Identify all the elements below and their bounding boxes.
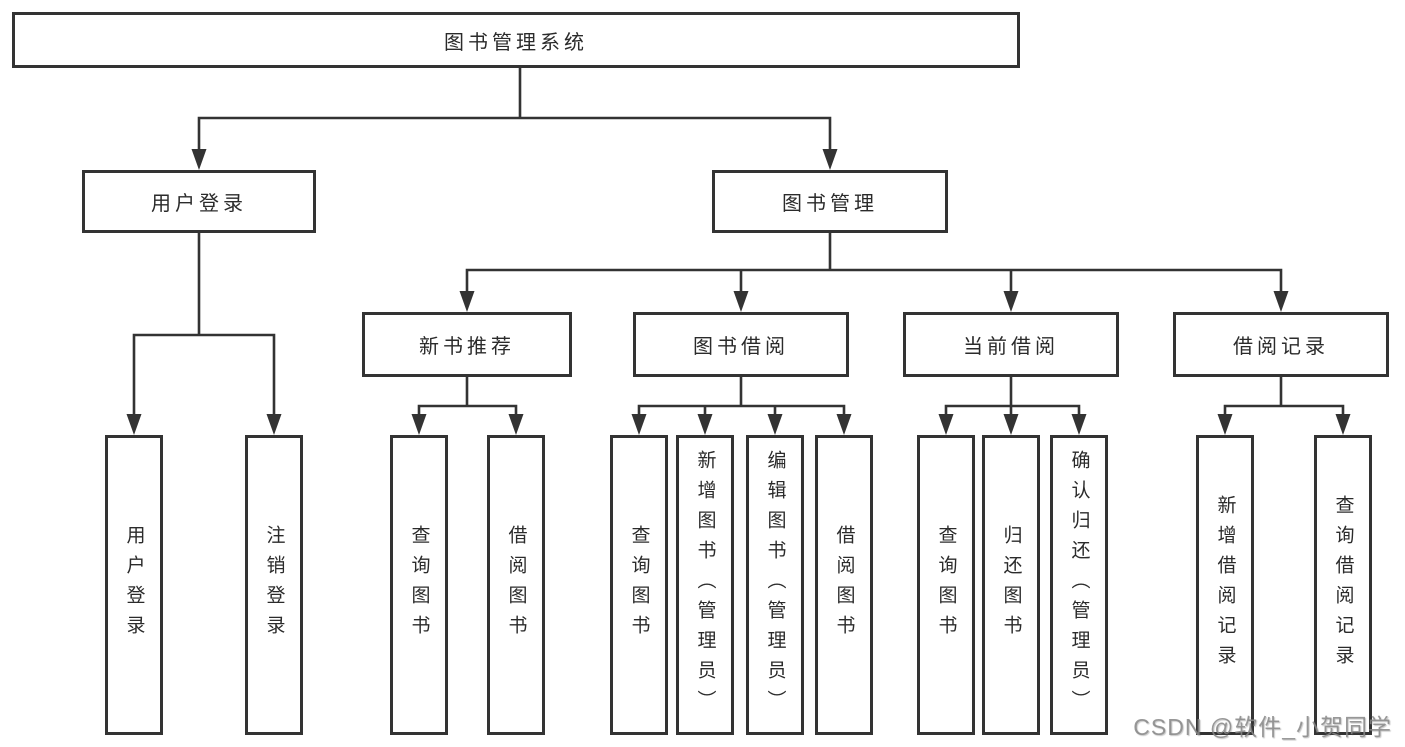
node-label: 图书管理系统 bbox=[444, 31, 588, 54]
arrowhead-icons bbox=[126, 149, 1351, 435]
node-label: 查询借阅记录 bbox=[1332, 495, 1354, 675]
leaf-query-books-current: 查询图书 bbox=[917, 435, 975, 735]
node-user-login: 用户登录 bbox=[82, 170, 316, 233]
node-label: 归还图书 bbox=[1000, 525, 1022, 645]
node-label: 借阅图书 bbox=[833, 525, 855, 645]
leaf-query-books-borrow: 查询图书 bbox=[610, 435, 668, 735]
leaf-add-borrow-record: 新增借阅记录 bbox=[1196, 435, 1254, 735]
node-label: 当前借阅 bbox=[963, 336, 1059, 358]
node-label: 新书推荐 bbox=[419, 336, 515, 358]
leaf-confirm-return-admin: 确认归还（管理员） bbox=[1050, 435, 1108, 735]
node-label: 新增图书（管理员） bbox=[694, 450, 716, 720]
node-label: 查询图书 bbox=[408, 525, 430, 645]
leaf-add-books-admin: 新增图书（管理员） bbox=[676, 435, 734, 735]
node-label: 查询图书 bbox=[628, 525, 650, 645]
leaf-user-login: 用户登录 bbox=[105, 435, 163, 735]
leaf-logout: 注销登录 bbox=[245, 435, 303, 735]
node-borrow-records: 借阅记录 bbox=[1173, 312, 1389, 377]
node-label: 新增借阅记录 bbox=[1214, 495, 1236, 675]
leaf-return-books: 归还图书 bbox=[982, 435, 1040, 735]
node-label: 确认归还（管理员） bbox=[1068, 450, 1090, 720]
node-label: 用户登录 bbox=[123, 525, 145, 645]
node-label: 注销登录 bbox=[263, 525, 285, 645]
node-book-borrow: 图书借阅 bbox=[633, 312, 849, 377]
node-new-book-recommend: 新书推荐 bbox=[362, 312, 572, 377]
node-label: 借阅图书 bbox=[505, 525, 527, 645]
leaf-query-books-recommend: 查询图书 bbox=[390, 435, 448, 735]
node-label: 编辑图书（管理员） bbox=[764, 450, 786, 720]
node-label: 用户登录 bbox=[151, 193, 247, 215]
node-label: 图书管理 bbox=[782, 193, 878, 215]
node-label: 图书借阅 bbox=[693, 336, 789, 358]
node-current-borrow: 当前借阅 bbox=[903, 312, 1119, 377]
node-label: 查询图书 bbox=[935, 525, 957, 645]
leaf-borrow-books: 借阅图书 bbox=[815, 435, 873, 735]
leaf-borrow-books-recommend: 借阅图书 bbox=[487, 435, 545, 735]
node-root-system: 图书管理系统 bbox=[12, 12, 1020, 68]
leaf-edit-books-admin: 编辑图书（管理员） bbox=[746, 435, 804, 735]
node-label: 借阅记录 bbox=[1233, 336, 1329, 358]
node-book-management: 图书管理 bbox=[712, 170, 948, 233]
leaf-query-borrow-record: 查询借阅记录 bbox=[1314, 435, 1372, 735]
csdn-watermark: CSDN @软件_小贺同学 bbox=[1133, 714, 1392, 740]
